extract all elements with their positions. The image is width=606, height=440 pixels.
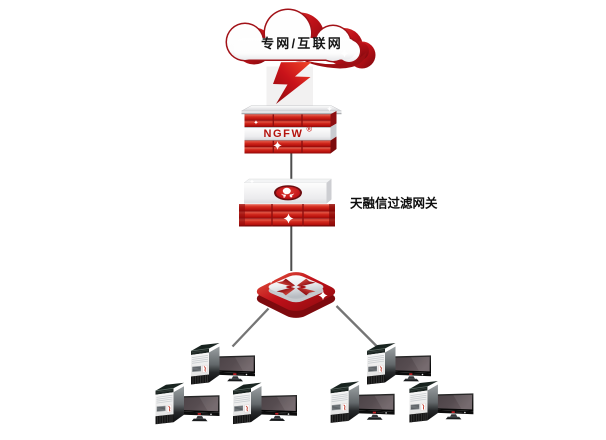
svg-text:®: ® <box>307 125 313 134</box>
svg-text:NGFW: NGFW <box>263 128 303 140</box>
svg-text:天融信过滤网关: 天融信过滤网关 <box>350 196 438 211</box>
svg-text:专网/互联网: 专网/互联网 <box>261 36 343 51</box>
